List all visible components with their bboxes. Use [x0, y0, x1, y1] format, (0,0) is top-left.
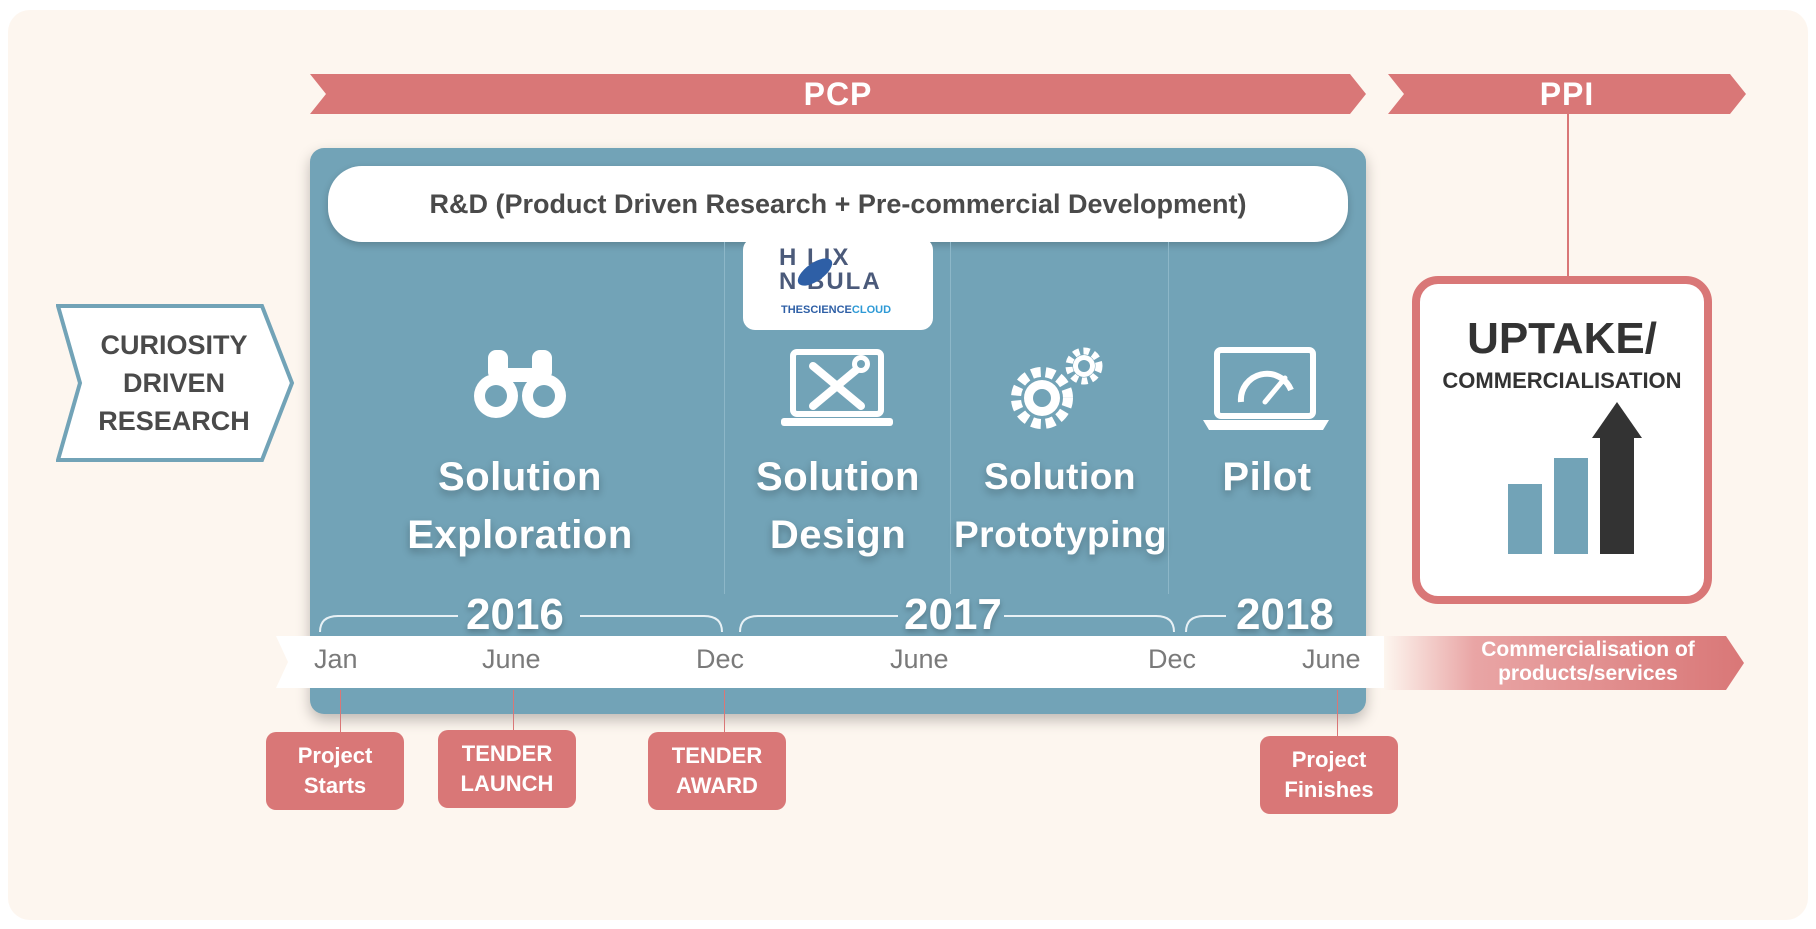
stage-divider: [950, 242, 951, 594]
laptop-gauge-icon: [1203, 347, 1329, 430]
stage-line-2: Design: [769, 513, 907, 557]
milestone-connector: [513, 690, 514, 730]
curiosity-line-3: RESEARCH: [98, 406, 250, 436]
milestone-connector: [1337, 690, 1338, 736]
pcp-arrow-shape: [310, 74, 1366, 114]
commercialisation-line-1: Commercialisation of: [1481, 638, 1695, 661]
stage-line-1: Solution: [984, 456, 1136, 497]
logo-swoosh-icon: [797, 258, 833, 286]
stage-line-2: Exploration: [407, 513, 633, 557]
ppi-arrow-shape: [1388, 74, 1746, 114]
ppi-connector: [1567, 114, 1569, 276]
pcp-label: PCP: [803, 75, 873, 112]
milestone-line-1: TENDER: [671, 743, 763, 768]
timeline-arrow-shape: [276, 636, 1414, 688]
gears-icon: [1011, 347, 1103, 429]
milestone-line-2: LAUNCH: [460, 771, 554, 796]
month-label: Dec: [1148, 644, 1197, 674]
stage-solution-design: Solution Design: [734, 448, 942, 564]
commercialisation-line-2: products/services: [1498, 662, 1678, 685]
year-2017: 2017: [904, 590, 1002, 639]
curiosity-line-2: DRIVEN: [122, 368, 225, 398]
stage-line-1: Solution: [756, 455, 920, 499]
milestone-line-1: Project: [297, 743, 373, 768]
stage-pilot: Pilot: [1172, 448, 1362, 506]
milestone-connector: [340, 690, 341, 732]
milestone-line-2: Starts: [303, 773, 367, 798]
growth-chart-icon: [1508, 402, 1642, 554]
curiosity-chevron-shape: [56, 304, 295, 462]
stage-line-1: Pilot: [1222, 455, 1312, 499]
year-brackets: [319, 615, 1226, 633]
stage-line-1: Solution: [438, 455, 602, 499]
month-label: June: [482, 644, 541, 674]
curiosity-research-box: CURIOSITY DRIVEN RESEARCH: [56, 304, 296, 462]
stage-solution-exploration: Solution Exploration: [390, 448, 650, 564]
helix-nebula-logo: H LIX N BULA THESCIENCECLOUD: [743, 238, 933, 330]
month-label: June: [1302, 644, 1361, 674]
logo-line-2: N BULA: [779, 268, 882, 295]
year-2018: 2018: [1236, 590, 1334, 639]
curiosity-line-1: CURIOSITY: [100, 330, 248, 360]
uptake-subtitle: COMMERCIALISATION: [1442, 368, 1682, 393]
logo-tagline-b: CLOUD: [851, 304, 892, 316]
uptake-title: UPTAKE/: [1467, 314, 1657, 363]
rd-label: R&D (Product Driven Research + Pre-comme…: [328, 166, 1348, 242]
ppi-label: PPI: [1539, 75, 1595, 112]
milestone-tender-launch: TENDER LAUNCH: [438, 730, 576, 808]
milestone-line-1: Project: [1291, 747, 1367, 772]
commercialisation-label: Commercialisation of products/services: [1448, 638, 1728, 686]
stage-solution-prototyping: Solution Prototyping: [954, 448, 1168, 564]
milestone-line-1: TENDER: [461, 741, 553, 766]
stage-divider: [1168, 242, 1169, 594]
milestone-tender-award: TENDER AWARD: [648, 732, 786, 810]
month-label: June: [890, 644, 949, 674]
milestone-line-2: AWARD: [676, 773, 758, 798]
stage-line-2: Prototyping: [954, 514, 1168, 555]
uptake-box: UPTAKE/ COMMERCIALISATION: [1412, 276, 1712, 604]
year-2016: 2016: [466, 590, 564, 639]
month-label: Dec: [696, 644, 745, 674]
milestone-line-2: Finishes: [1284, 777, 1374, 802]
logo-tagline-a: THESCIENCE: [781, 304, 852, 316]
commercialisation-arrow-shape: [1384, 636, 1744, 690]
ppi-banner: PPI: [1388, 74, 1746, 114]
binoculars-icon: [474, 350, 566, 418]
pcp-banner: PCP: [310, 74, 1366, 114]
laptop-tools-icon: [781, 349, 893, 426]
diagram-canvas: PCP PPI CURIOSITY DRIVEN RESEARCH R&D (P…: [8, 10, 1808, 920]
stage-divider: [724, 242, 725, 594]
month-label: Jan: [314, 644, 358, 674]
milestone-connector: [724, 690, 725, 732]
